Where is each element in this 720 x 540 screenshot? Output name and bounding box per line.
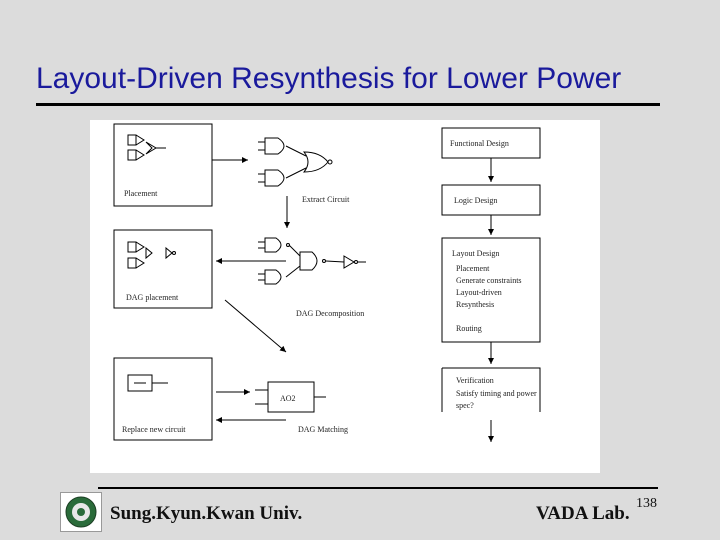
layout-item: Generate constraints xyxy=(456,276,522,285)
functional-design-label: Functional Design xyxy=(450,139,509,148)
title-divider xyxy=(36,103,660,106)
placement-box: Placement xyxy=(113,123,213,207)
logic-design-label: Logic Design xyxy=(454,196,497,205)
footer-lab: VADA Lab. xyxy=(536,503,630,524)
dag-decomposition-label: DAG Decomposition xyxy=(296,309,364,318)
layout-design-label: Layout Design xyxy=(452,249,499,258)
replace-label: Replace new circuit xyxy=(122,425,186,434)
page-number: 138 xyxy=(636,496,657,511)
extract-circuit-label: Extract Circuit xyxy=(302,195,350,204)
flow-arrows xyxy=(212,157,290,423)
verification-item: spec? xyxy=(456,401,474,410)
dag-matching-box: AO2 xyxy=(255,381,326,413)
verification-label: Verification xyxy=(456,376,494,385)
placement-gates-icon xyxy=(127,134,166,161)
verification-box: Verification Satisfy timing and power sp… xyxy=(441,367,541,412)
dag-decomposition-gates-icon xyxy=(258,237,366,285)
functional-design-box: Functional Design xyxy=(441,127,541,159)
layout-item: Resynthesis xyxy=(456,300,494,309)
verification-item: Satisfy timing and power xyxy=(456,389,537,398)
footer-university: Sung.Kyun.Kwan Univ. xyxy=(110,503,303,524)
logic-design-box: Logic Design xyxy=(441,184,541,216)
slide-title: Layout-Driven Resynthesis for Lower Powe… xyxy=(36,62,622,95)
dag-placement-box: DAG placement xyxy=(113,229,213,309)
layout-item: Routing xyxy=(456,324,482,333)
dag-placement-gates-icon xyxy=(127,241,176,269)
dag-matching-label: DAG Matching xyxy=(298,425,348,434)
emblem-icon xyxy=(65,496,97,528)
replace-circuit-box: Replace new circuit xyxy=(113,357,213,441)
layout-item: Placement xyxy=(456,264,490,273)
layout-item: Layout-driven xyxy=(456,288,502,297)
extract-circuit-gates-icon xyxy=(258,137,333,187)
university-logo xyxy=(60,492,102,532)
diagram-svg: Placement DAG placement Replace new circ… xyxy=(113,123,541,442)
layout-design-box: Layout Design Placement Generate constra… xyxy=(441,237,541,343)
resynthesis-diagram: Placement DAG placement Replace new circ… xyxy=(90,120,600,473)
placement-label: Placement xyxy=(124,189,158,198)
ao2-label: AO2 xyxy=(280,394,296,403)
footer-divider xyxy=(98,487,658,489)
dag-placement-label: DAG placement xyxy=(126,293,179,302)
